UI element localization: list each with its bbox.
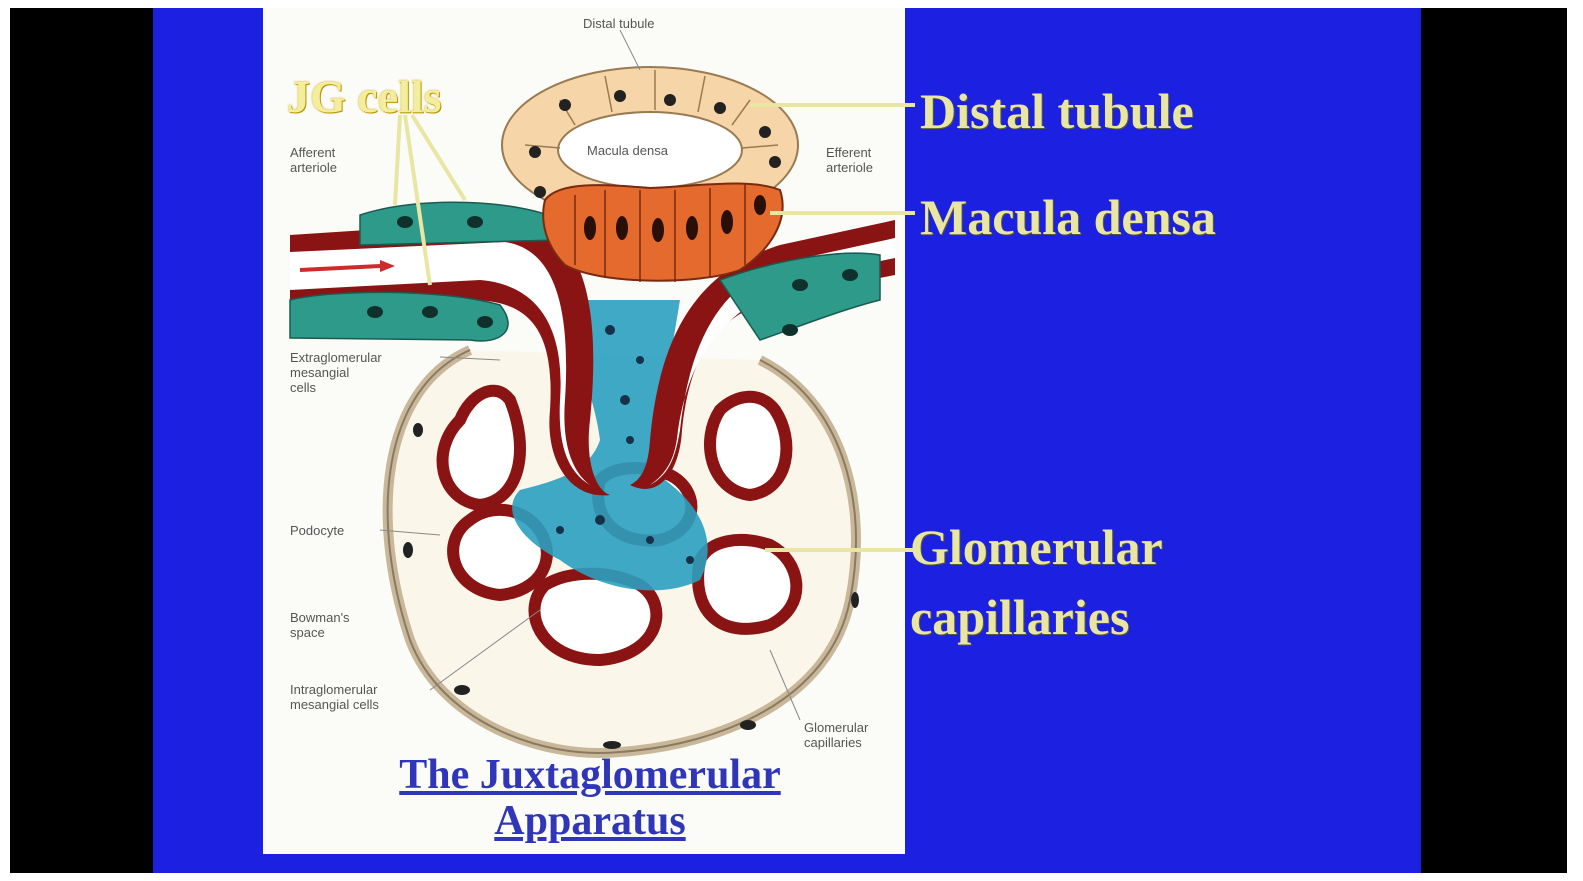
bowman-line2: space: [290, 625, 350, 640]
afferent-line1: Afferent: [290, 145, 337, 160]
extraglom-line2: mesangial: [290, 365, 382, 380]
diagram-title-line1: The Juxtaglomerular: [320, 752, 860, 798]
small-label-macula-densa: Macula densa: [587, 143, 668, 158]
small-label-efferent: Efferent arteriole: [826, 145, 873, 175]
extraglom-line1: Extraglomerular: [290, 350, 382, 365]
small-label-bowmans-space: Bowman's space: [290, 610, 350, 640]
label-capillaries: capillaries: [910, 588, 1129, 646]
small-label-intraglomerular: Intraglomerular mesangial cells: [290, 682, 379, 712]
efferent-line2: arteriole: [826, 160, 873, 175]
small-label-extraglomerular: Extraglomerular mesangial cells: [290, 350, 382, 395]
extraglom-line3: cells: [290, 380, 382, 395]
small-label-afferent: Afferent arteriole: [290, 145, 337, 175]
glomcap-line1: Glomerular: [804, 720, 868, 735]
intraglom-line1: Intraglomerular: [290, 682, 379, 697]
bowman-line1: Bowman's: [290, 610, 350, 625]
label-distal-tubule: Distal tubule: [920, 82, 1194, 140]
efferent-line1: Efferent: [826, 145, 873, 160]
label-glomerular: Glomerular: [910, 518, 1163, 576]
label-macula-densa: Macula densa: [920, 188, 1216, 246]
intraglom-line2: mesangial cells: [290, 697, 379, 712]
glomcap-line2: capillaries: [804, 735, 868, 750]
small-label-glomerular-capillaries: Glomerular capillaries: [804, 720, 868, 750]
label-jg-cells: JG cells: [287, 70, 442, 123]
small-label-podocyte: Podocyte: [290, 523, 344, 538]
diagram-title-line2: Apparatus: [320, 798, 860, 844]
afferent-line2: arteriole: [290, 160, 337, 175]
small-label-distal-tubule: Distal tubule: [583, 16, 655, 31]
